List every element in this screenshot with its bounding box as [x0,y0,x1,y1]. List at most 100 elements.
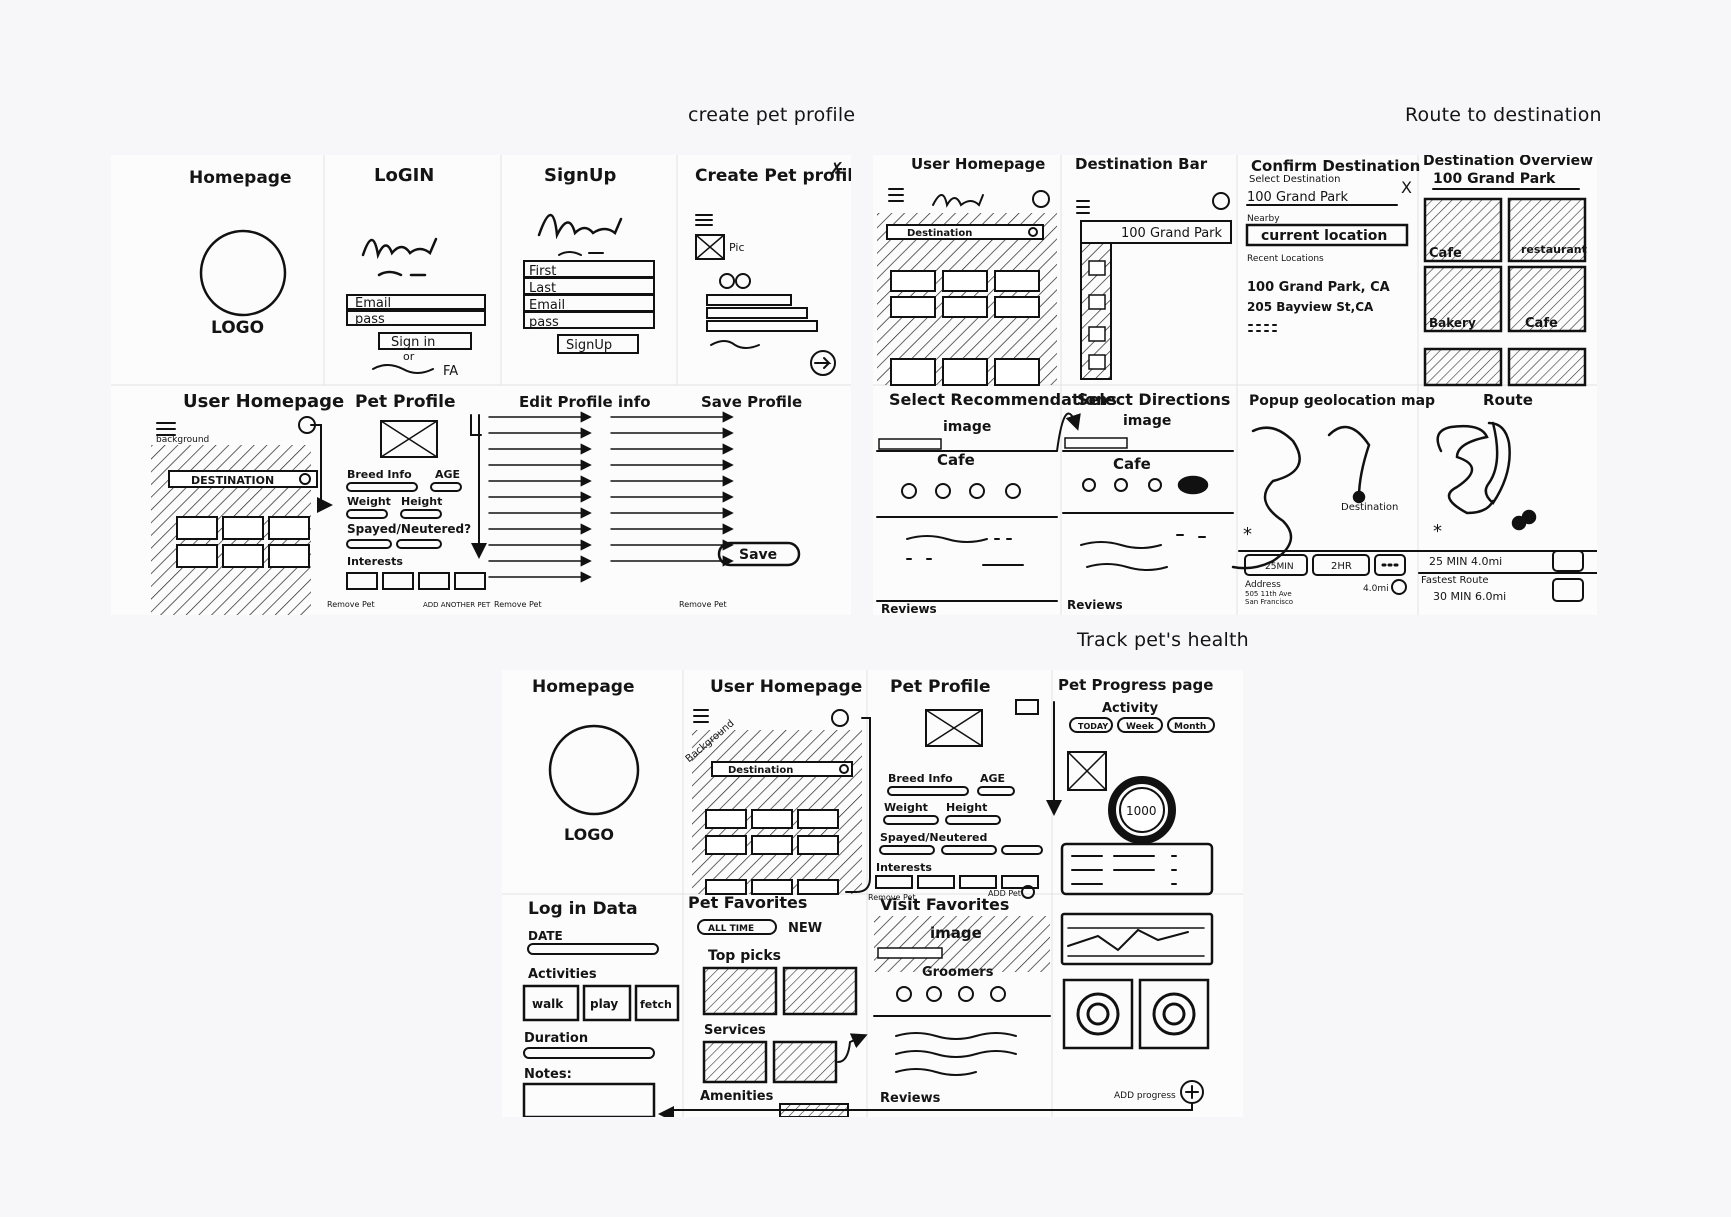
login-email-label: Email [355,296,391,311]
tab-today[interactable] [1069,717,1113,733]
login-signin-button[interactable]: Sign in [391,335,435,350]
signup-email-label: Email [529,298,565,313]
tab-month[interactable] [1167,717,1215,733]
activity-walk-label: walk [532,997,564,1011]
edit-icon[interactable] [1015,699,1039,715]
recommendation-cafe-label: Cafe [937,451,975,469]
interests-label: Interests [347,555,403,568]
activity-play-label: play [590,997,618,1011]
duration-input[interactable] [523,1047,655,1059]
next-arrow-icon[interactable] [810,350,836,376]
avatar-2[interactable] [1032,190,1050,208]
health-weight-label: Weight [884,801,928,814]
scribble-signup [537,213,623,240]
health-pet-profile-title: Pet Profile [890,677,991,697]
pet-pic-placeholder[interactable] [695,234,725,260]
remove-pet-button-2[interactable]: Remove Pet [494,600,542,609]
visit-favorites-title: Visit Favorites [880,895,1009,914]
route-destination-input[interactable]: Destination [907,228,972,239]
pet-profile-title: Pet Profile [355,392,456,412]
add-pet-plus-icon[interactable] [1021,885,1035,899]
steps-value: 1000 [1126,804,1157,818]
date-input[interactable] [527,943,659,955]
menu-icon-4[interactable] [1076,200,1090,214]
destination-bar-value: 100 Grand Park [1121,226,1223,241]
tab-week-label: Week [1126,722,1155,732]
overview-cafe-2[interactable]: Cafe [1525,316,1558,331]
route-option-1[interactable]: 25 MIN 4.0mi [1429,555,1502,568]
menu-icon-2[interactable] [156,422,176,436]
menu-icon-3[interactable] [888,188,904,202]
confirm-destination-input[interactable]: 100 Grand Park [1247,190,1349,205]
current-location-label: current location [1261,228,1387,244]
age-label: AGE [435,468,460,481]
health-remove-pet-button[interactable]: Remove Pet [868,893,916,902]
tab-new-label[interactable]: NEW [788,921,822,936]
spayed-label: Spayed/Neutered? [347,522,471,536]
tab-month-label: Month [1174,722,1206,732]
log-in-data-title: Log in Data [528,899,638,919]
overview-bakery[interactable]: Bakery [1429,316,1476,330]
overview-restaurant[interactable]: restaurant [1521,243,1587,256]
destination-search-input[interactable]: DESTINATION [191,474,274,487]
logo-circle [199,229,287,317]
destination-bar-title: Destination Bar [1075,155,1208,173]
tab-week[interactable] [1117,717,1163,733]
activity-fetch-button[interactable] [634,984,680,1022]
car-icon[interactable] [1552,550,1584,572]
remove-pet-button[interactable]: Remove Pet [327,600,375,609]
overview-cafe-1[interactable]: Cafe [1429,246,1462,261]
health-user-homepage-title: User Homepage [710,677,862,697]
board-route-to-destination: User Homepage Destination Destination Ba… [873,155,1597,615]
save-button[interactable] [717,541,801,567]
menu-icon-5[interactable] [693,709,709,723]
start-marker-icon: * [1243,524,1252,545]
tab-all-time[interactable] [697,919,777,935]
weight-label: Weight [347,495,391,508]
directions-image-label: image [1123,413,1171,429]
signup-button[interactable]: SignUp [566,338,612,353]
directions-cafe-label: Cafe [1113,455,1151,473]
search-icon[interactable] [299,473,311,485]
logo-label: LOGO [211,318,264,338]
notes-textarea[interactable] [522,1082,656,1117]
route-path-line [1231,426,1301,570]
top-picks-label: Top picks [708,948,781,964]
avatar-4[interactable] [831,709,849,727]
route-option-2[interactable]: 30 MIN 6.0mi [1433,590,1506,603]
close-icon[interactable]: ✗ [829,159,844,180]
search-icon-2[interactable] [1028,227,1038,237]
health-destination-input[interactable]: Destination [728,765,793,776]
close-icon-2[interactable]: X [1401,178,1412,197]
avatar-3[interactable] [1212,192,1230,210]
go-icon[interactable] [1391,579,1407,595]
menu-icon[interactable] [695,214,713,226]
time-option-2hr[interactable]: 2HR [1331,561,1352,572]
recent-location-2[interactable]: 205 Bayview St,CA [1247,300,1374,314]
search-icon-3[interactable] [839,764,849,774]
health-pet-image [925,709,983,747]
directions-reviews-label: Reviews [1067,598,1123,612]
recommendation-image-label: image [943,419,991,435]
more-options-button[interactable] [1374,554,1406,576]
groomers-label: Groomers [922,965,994,980]
board-track-pet-health: Homepage LOGO User Homepage Background D… [502,670,1243,1117]
car-icon-2[interactable] [1552,578,1584,602]
duration-label: Duration [524,1031,588,1046]
destination-bar-input[interactable] [1080,220,1232,244]
directions-car-button[interactable] [1177,475,1209,495]
recent-location-1[interactable]: 100 Grand Park, CA [1247,280,1390,295]
activity-play-button[interactable] [582,984,632,1022]
login-pass-label: pass [355,312,385,327]
activities-label: Activities [528,967,597,982]
time-option-25min[interactable]: 25MIN [1265,562,1294,572]
current-location-button[interactable] [1245,223,1409,247]
pet-pic-label: Pic [729,241,745,254]
popup-geolocation-title: Popup geolocation map [1249,393,1435,409]
remove-pet-button-3[interactable]: Remove Pet [679,600,727,609]
select-directions-title: Select Directions [1077,390,1230,409]
activity-fetch-label: fetch [640,998,672,1011]
destination-overview-title: Destination Overview [1423,155,1593,169]
health-age-label: AGE [980,772,1005,785]
activity-walk-button[interactable] [522,984,580,1022]
